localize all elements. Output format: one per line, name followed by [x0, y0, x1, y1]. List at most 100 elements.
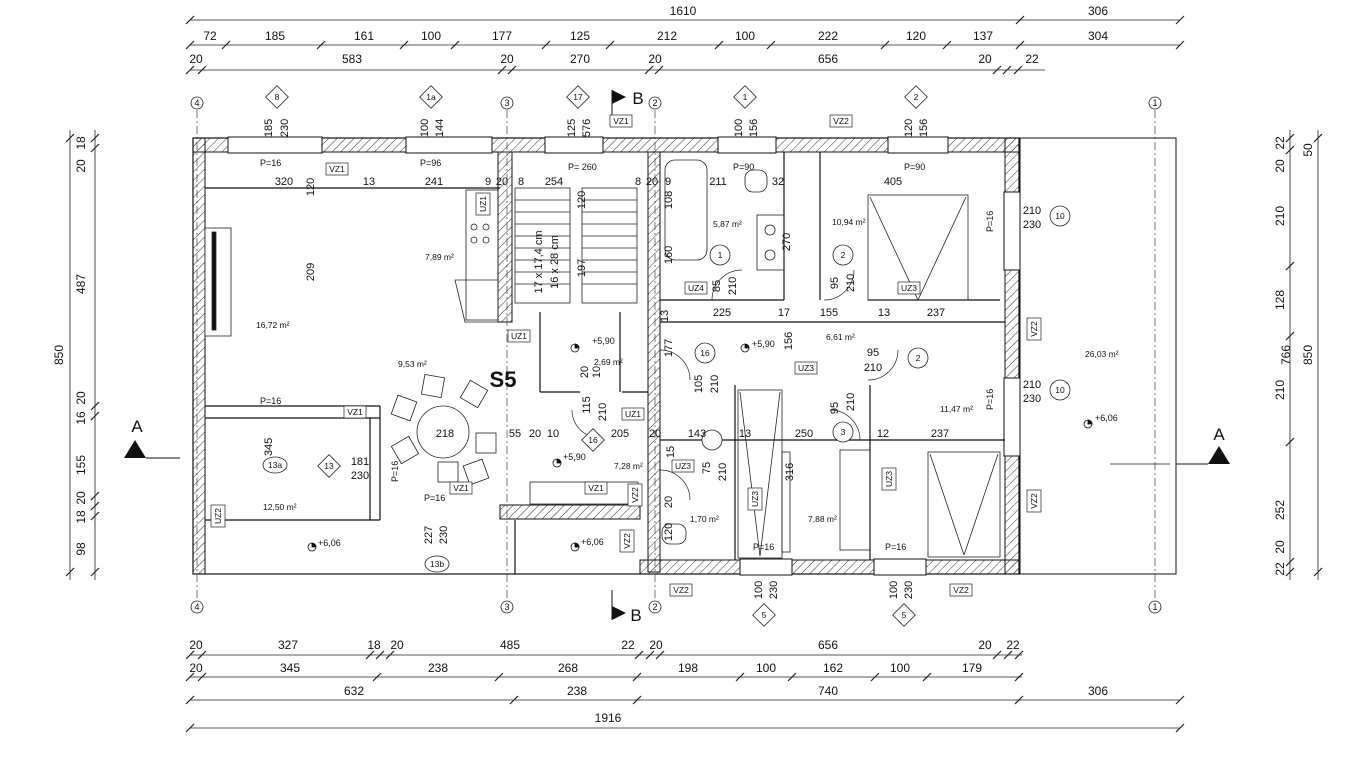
dim-label: 20: [189, 52, 203, 66]
inner-dim: 237: [931, 428, 949, 440]
axis-label: 3: [504, 602, 509, 612]
axis-markers: [190, 96, 1162, 614]
inner-dim: 144: [434, 119, 446, 137]
inner-dim: 316: [784, 463, 796, 481]
dim-label: 212: [657, 29, 677, 43]
dim-label: 22: [1273, 562, 1287, 576]
inner-dim: 20: [663, 496, 675, 508]
window-tag: 2: [914, 92, 919, 102]
room-area: 26,03 m²: [1085, 349, 1119, 359]
dim-label: 22: [621, 638, 635, 652]
level-label: +5,90: [592, 336, 615, 346]
dim-label: 100: [421, 29, 441, 43]
sill-label: P=16: [885, 542, 906, 552]
uz-tag: UZ4: [688, 283, 704, 293]
inner-dim: 210: [864, 362, 882, 374]
dim-label: 222: [818, 29, 838, 43]
inner-dim: 100: [888, 581, 900, 599]
dim-label: 120: [906, 29, 926, 43]
inner-dim: 85: [711, 280, 723, 292]
dim-label: 20: [1273, 159, 1287, 173]
dim-label: 72: [203, 29, 217, 43]
inner-dim: 95: [829, 402, 841, 414]
window-tag: 13b: [430, 559, 444, 569]
level-labels: +5,90 +5,90 +5,90 +6,06 +6,06 +6,06: [318, 336, 1118, 548]
inner-dim: 185: [263, 119, 275, 137]
section-label: A: [1213, 425, 1225, 444]
level-label: +5,90: [752, 339, 775, 349]
inner-dim: 197: [576, 259, 588, 277]
inner-dim: 120: [903, 119, 915, 137]
inner-dim: 254: [545, 176, 563, 188]
inner-dim: 10: [547, 428, 559, 440]
uz-tag: UZ3: [750, 491, 760, 507]
right-dimensions: 20 22 50 210 128 766 850 210 252 22 20: [1273, 136, 1315, 576]
room-area: 2,69 m²: [594, 357, 623, 367]
section-labels: A A B B: [131, 89, 1225, 625]
inner-dim: 156: [748, 119, 760, 137]
dim-label: 850: [1301, 345, 1315, 365]
section-label: B: [630, 606, 641, 625]
room-area: 16,72 m²: [256, 320, 290, 330]
dim-label: 20: [390, 638, 404, 652]
inner-dim: 156: [783, 332, 795, 350]
axis-label: 2: [652, 98, 657, 108]
tag-shapes: [262, 85, 1071, 627]
inner-dim: 230: [768, 581, 780, 599]
dim-label: 485: [500, 638, 520, 652]
window-tag: 1: [743, 92, 748, 102]
dim-label: 18: [74, 510, 88, 524]
top-dimensions: 1610 306 72 185 161 100 177 125 212 100 …: [189, 4, 1108, 66]
room-area-labels: 16,72 m² 7,89 m² 9,53 m² 2,69 m² 5,87 m²…: [256, 217, 1119, 524]
inner-dim: 345: [263, 438, 275, 456]
dim-label: 327: [278, 638, 298, 652]
inner-dim: 115: [581, 396, 593, 414]
dim-label: 100: [890, 661, 910, 675]
inner-dim: 95: [867, 347, 879, 359]
inner-dim: 320: [275, 176, 293, 188]
vz-tag: VZ2: [673, 585, 689, 595]
door-tag: 2: [916, 353, 921, 363]
dim-label: 306: [1088, 684, 1108, 698]
inner-dim: 218: [436, 428, 454, 440]
inner-dim: 100: [753, 581, 765, 599]
dim-label: 22: [1006, 638, 1020, 652]
vz-tag: VZ2: [622, 533, 632, 549]
door-tag: 3: [841, 427, 846, 437]
level-label: +5,90: [563, 452, 586, 462]
vz-tag: VZ2: [953, 585, 969, 595]
section-markers: [124, 90, 1230, 620]
vz-tag: VZ2: [1029, 321, 1039, 337]
window-tag: 5: [902, 610, 907, 620]
window-tag: 1a: [426, 92, 436, 102]
inner-dim: 576: [581, 119, 593, 137]
dim-label: 20: [189, 638, 203, 652]
inner-dim: 205: [611, 428, 629, 440]
inner-dim: 8: [635, 176, 641, 188]
dim-label: 22: [1273, 136, 1287, 150]
tag-boxes: [210, 114, 1042, 597]
dim-label: 766: [1279, 345, 1293, 365]
dimension-ticks: [65, 15, 1323, 733]
dim-label: 20: [978, 52, 992, 66]
window-tag: 13: [324, 461, 334, 471]
dim-label: 252: [1273, 500, 1287, 520]
inner-dim: 120: [663, 523, 675, 541]
door-tag: 16: [588, 435, 598, 445]
inner-dim: 20: [529, 428, 541, 440]
inner-dim: 211: [709, 176, 727, 188]
door-tag: 2: [841, 250, 846, 260]
stair-tread-label: 16 x 28 cm: [549, 235, 561, 289]
inner-dim: 13: [739, 428, 751, 440]
dim-label: 238: [428, 661, 448, 675]
uz-tag: UZ1: [625, 409, 641, 419]
dim-label: 20: [74, 159, 88, 173]
room-area: 7,88 m²: [808, 514, 837, 524]
room-area: 7,89 m²: [425, 252, 454, 262]
inner-dim: 9: [665, 176, 671, 188]
inner-dim: 100: [419, 119, 431, 137]
uz-tag: UZ3: [901, 283, 917, 293]
uz-tag-labels: UZ1 UZ1 UZ1 UZ2 UZ4 UZ3 UZ3 UZ3 UZ3 UZ3: [213, 196, 917, 524]
inner-dim: 20: [646, 176, 658, 188]
